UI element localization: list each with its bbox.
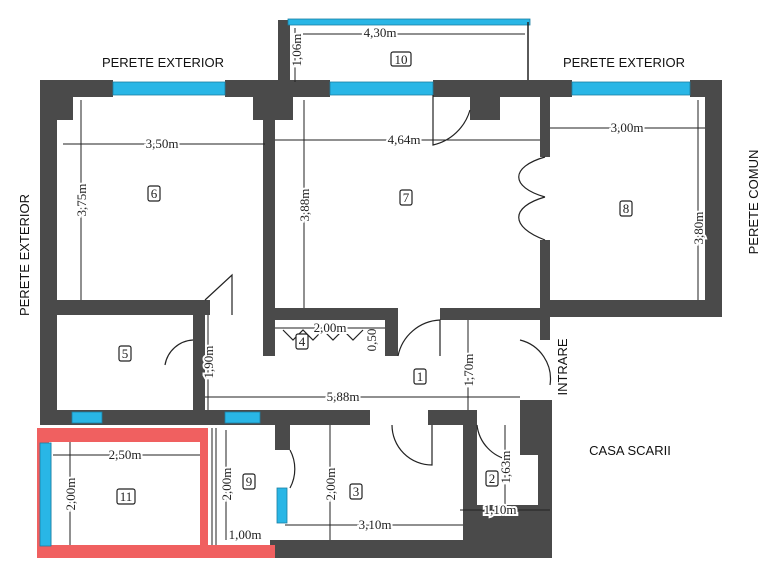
dim-3-width: 3,10m xyxy=(359,517,392,532)
dim-3-height: 2,00m xyxy=(323,468,338,501)
room-11-highlight xyxy=(37,428,275,558)
label-exterior-wall-left: PERETE EXTERIOR xyxy=(17,194,32,316)
room-10-balcony xyxy=(278,18,531,88)
dim-5-height: 1,90m xyxy=(201,346,216,379)
room-number-3: 3 xyxy=(353,484,360,499)
label-exterior-wall-top-right: PERETE EXTERIOR xyxy=(563,55,685,70)
dim-1-width: 5,88m xyxy=(327,389,360,404)
room-numbers: 10 6 7 8 4 5 1 11 9 3 2 xyxy=(116,51,633,505)
room-number-11: 11 xyxy=(120,489,133,504)
dim-10-height: 1,06m xyxy=(289,34,304,67)
room-number-5: 5 xyxy=(122,346,129,361)
dim-1-height: 1,70m xyxy=(461,354,476,387)
dim-6-height: 3,75m xyxy=(74,184,89,217)
dim-11-width: 2,50m xyxy=(109,447,142,462)
dim-8-height: 3,80m xyxy=(691,212,706,245)
dim-4-height: 0,50 xyxy=(364,329,379,352)
label-common-wall-right: PERETE COMUN xyxy=(746,150,761,255)
room-number-1: 1 xyxy=(417,369,424,384)
label-stairwell: CASA SCARII xyxy=(589,443,671,458)
room-number-2: 2 xyxy=(489,471,496,486)
dim-10-width: 4,30m xyxy=(364,25,397,40)
room-number-10: 10 xyxy=(395,52,408,67)
room-number-7: 7 xyxy=(403,190,410,205)
dim-2-height: 1,63m xyxy=(498,451,513,484)
dim-9-width: 1,00m xyxy=(229,527,262,542)
label-entrance: INTRARE xyxy=(555,338,570,395)
dim-6-width: 3,50m xyxy=(146,136,179,151)
dimension-labels: 4,30m 1,06m 3,50m 3,75m 4,64m 3,88m 3,00… xyxy=(61,23,708,544)
dim-9-height: 2,00m xyxy=(219,468,234,501)
dimension-lines xyxy=(53,28,705,545)
dim-7-width: 4,64m xyxy=(388,132,421,147)
label-exterior-wall-top-left: PERETE EXTERIOR xyxy=(102,55,224,70)
dim-7-height: 3,88m xyxy=(297,189,312,222)
walls xyxy=(40,80,722,558)
doors xyxy=(164,95,552,489)
window-balcony xyxy=(287,18,531,26)
annotations: PERETE EXTERIOR PERETE EXTERIOR PERETE E… xyxy=(17,55,761,458)
windows xyxy=(39,81,691,547)
room-number-8: 8 xyxy=(623,201,630,216)
dim-8-width: 3,00m xyxy=(611,120,644,135)
dim-2-width: 1,10m xyxy=(484,502,517,517)
dim-11-height: 2,00m xyxy=(63,478,78,511)
room-number-4: 4 xyxy=(299,334,306,349)
room-number-9: 9 xyxy=(246,474,253,489)
room-number-6: 6 xyxy=(151,186,158,201)
dim-4-width: 2,00m xyxy=(314,320,347,335)
